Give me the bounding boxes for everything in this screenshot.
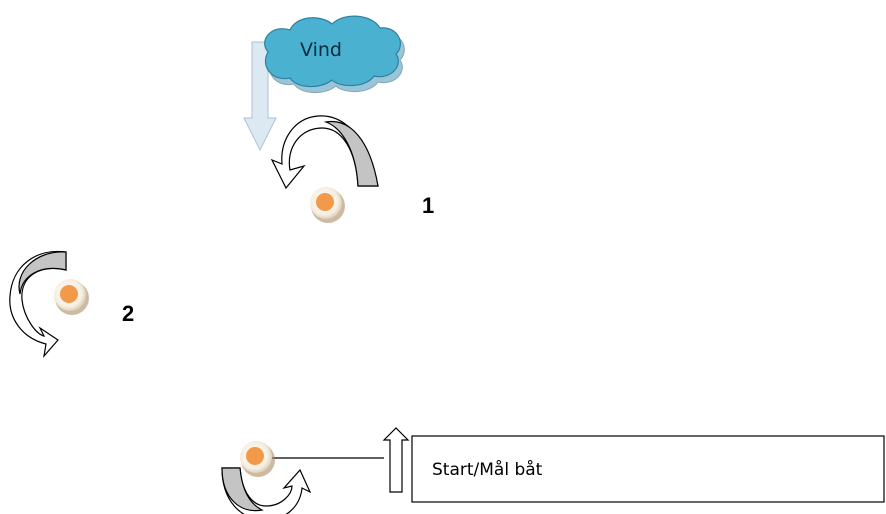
start-finish-boat-box: Start/Mål båt [411,435,885,503]
start-up-arrow [382,427,410,493]
wind-label: Vind [300,39,342,61]
mark-1-number: 1 [422,193,434,218]
buoy-1 [310,187,345,223]
wind-cloud: Vind [264,15,405,93]
start-rounding-arrow [221,467,312,514]
start-buoy [240,441,275,477]
mark-2-rounding-arrow [9,250,67,358]
mark-1-rounding-arrow [270,115,379,190]
start-finish-boat-label: Start/Mål båt [432,459,543,480]
buoy-2 [54,279,89,315]
mark-2-number: 2 [122,301,134,326]
